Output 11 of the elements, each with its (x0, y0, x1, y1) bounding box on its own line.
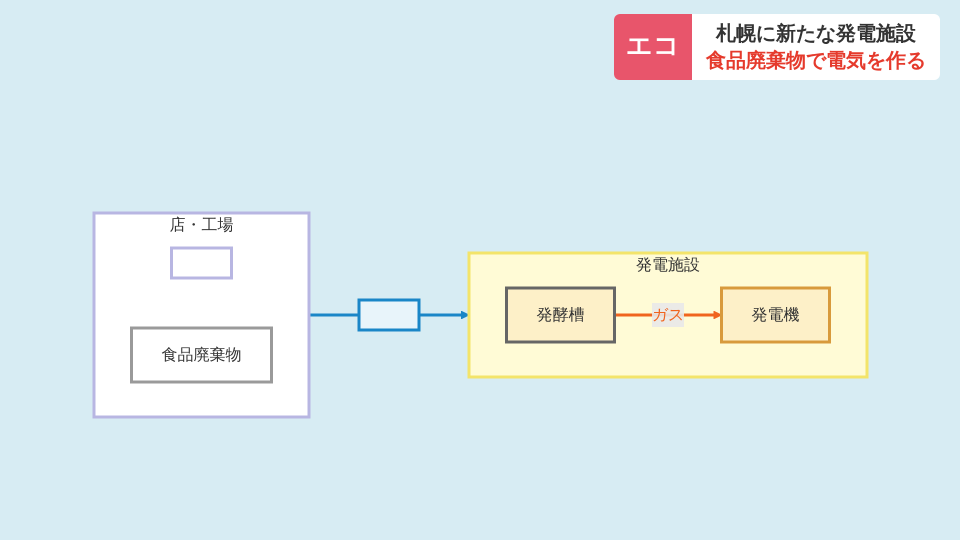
subheadline: 食品廃棄物で電気を作る (706, 47, 926, 74)
node-box (357, 298, 420, 332)
node-box: 発酵槽 (504, 286, 616, 344)
connector (308, 314, 358, 316)
edge-label: ガス (652, 305, 684, 324)
headline: 札幌に新たな発電施設 (714, 20, 917, 47)
arrow (418, 310, 469, 320)
node-box: 食品廃棄物 (130, 326, 272, 384)
node-box: 発電機 (720, 286, 830, 344)
category-tag: エコ (614, 14, 692, 80)
node-box (170, 246, 232, 280)
